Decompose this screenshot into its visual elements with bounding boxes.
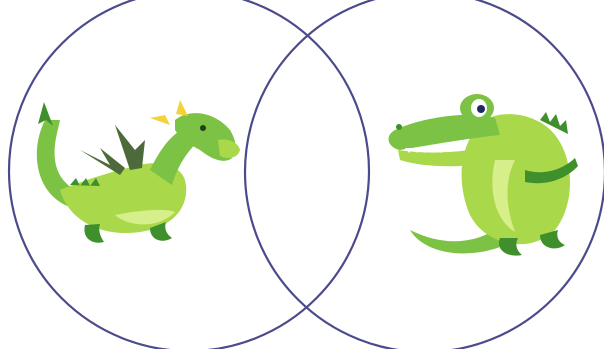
dragon-wing [80, 148, 125, 175]
crocodile-nostril [396, 124, 402, 130]
crocodile-illustration [389, 94, 578, 256]
left-circle [9, 0, 369, 349]
crocodile-pupil [477, 105, 485, 113]
dragon-spikes [70, 178, 100, 186]
dragon-eye [200, 125, 206, 131]
dragon-illustration [37, 100, 240, 243]
dragon-horn [176, 100, 188, 116]
dragon-snout [218, 139, 240, 158]
dragon-horn [150, 115, 170, 125]
dragon-wing [115, 125, 145, 170]
